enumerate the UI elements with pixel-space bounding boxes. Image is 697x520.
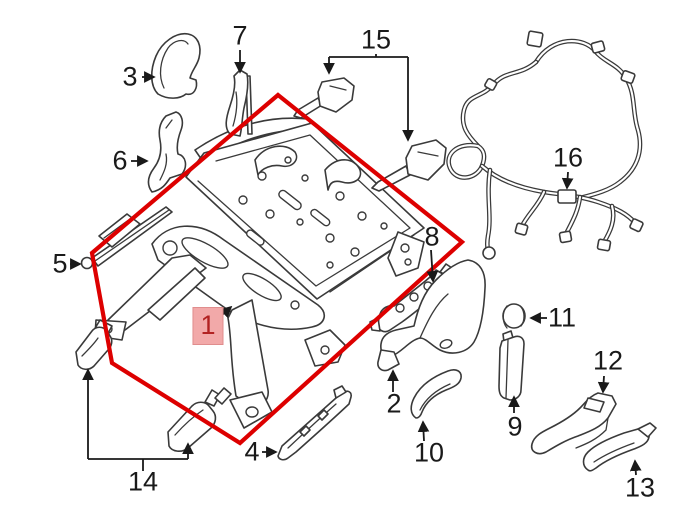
part-9-drawing [498,330,525,401]
part-2-drawing [377,259,486,372]
callout-9[interactable]: 9 [507,411,523,442]
callout-8-leader [426,249,439,283]
callout-10-leader [417,420,430,442]
callout-12[interactable]: 12 [592,345,624,376]
callout-16[interactable]: 16 [552,142,584,173]
callout-13-leader [629,459,642,476]
part-1-drawing [80,117,425,429]
callout-12-leader [597,375,610,394]
callout-5[interactable]: 5 [52,248,68,279]
callout-leaders [70,50,642,476]
callout-14[interactable]: 14 [127,466,159,497]
callout-15-leader [329,54,408,58]
callout-8[interactable]: 8 [424,221,440,252]
part-11-drawing [502,303,526,329]
part-16-drawing [446,30,644,260]
part-13-drawing [582,422,657,472]
callout-15[interactable]: 15 [360,24,392,55]
part-4-drawing [277,385,352,461]
part-15-drawing [293,77,447,192]
callout-1[interactable]: 1 [192,307,224,345]
callout-16-leader [561,171,574,190]
callout-10[interactable]: 10 [413,437,445,468]
callout-2[interactable]: 2 [386,388,402,419]
callout-4[interactable]: 4 [244,436,260,467]
part-10-drawing [410,369,462,419]
callout-3[interactable]: 3 [122,61,138,92]
callout-14-leader [88,458,188,471]
selection-highlight-outline [89,92,466,446]
part-12-drawing [530,392,617,455]
callout-11[interactable]: 11 [547,302,577,333]
callout-6[interactable]: 6 [112,145,128,176]
part-3-drawing [150,32,201,99]
callout-13[interactable]: 13 [624,472,656,503]
callout-7[interactable]: 7 [232,20,248,51]
